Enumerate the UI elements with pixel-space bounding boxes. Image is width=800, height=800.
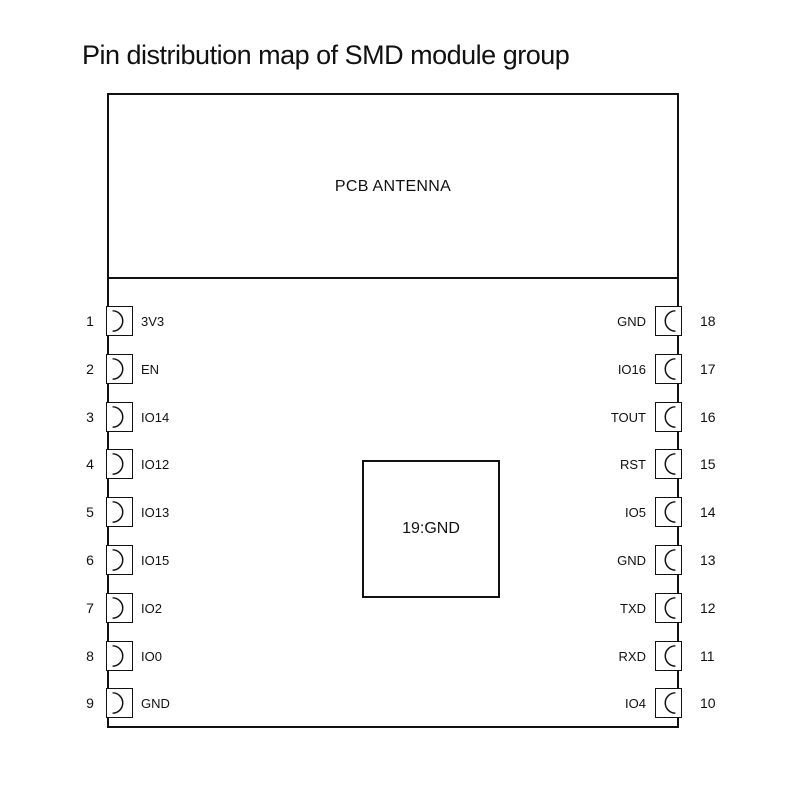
- pin-number: 7: [86, 599, 94, 616]
- pin-pad: [655, 688, 682, 719]
- pin-pad: [106, 449, 133, 480]
- pin-name: TOUT: [610, 409, 646, 425]
- pin-pad: [655, 497, 682, 528]
- antenna-area: PCB ANTENNA: [109, 95, 677, 279]
- left-pin-row: 1 3V3: [80, 306, 220, 336]
- pin-pad: [106, 688, 133, 719]
- pin-number: 16: [700, 408, 716, 425]
- pin-contact-mark: [112, 644, 124, 667]
- pin-name: 3V3: [141, 314, 165, 329]
- pin-pad: [655, 449, 682, 480]
- pin-name: GND: [617, 553, 646, 568]
- pin-number: 17: [700, 360, 716, 377]
- pin-number: 3: [86, 408, 94, 425]
- pin-contact-mark: [664, 405, 676, 428]
- pin-pad: [655, 545, 682, 575]
- left-pin-row: 4 IO12: [80, 449, 220, 480]
- pin-pad: [655, 640, 682, 671]
- pin-name: RXD: [618, 648, 646, 664]
- pin-pad: [655, 401, 682, 432]
- right-pin-row: 15 RST: [580, 449, 720, 480]
- pin-name: GND: [617, 314, 646, 329]
- pin-contact-mark: [112, 692, 124, 715]
- pin-number: 11: [700, 647, 715, 664]
- pin-contact-mark: [664, 501, 676, 524]
- right-pin-row: 11 RXD: [580, 640, 720, 671]
- pin-name: IO12: [141, 457, 170, 473]
- left-pin-row: 8 IO0: [80, 640, 220, 671]
- pin-name: IO16: [617, 361, 646, 377]
- pin-pad: [655, 353, 682, 384]
- pin-contact-mark: [664, 357, 676, 380]
- pin-contact-mark: [664, 692, 676, 715]
- pin-contact-mark: [664, 310, 676, 332]
- pin-number: 13: [700, 552, 716, 568]
- left-pin-row: 5 IO13: [80, 497, 220, 528]
- pin-name: IO15: [141, 553, 170, 568]
- pin-contact-mark: [112, 357, 124, 380]
- right-pin-row: 13 GND: [580, 545, 720, 575]
- pin-name: IO5: [625, 505, 646, 521]
- right-pin-row: 17 IO16: [580, 353, 720, 384]
- pin-name: IO2: [141, 600, 162, 616]
- pin-contact-mark: [664, 549, 676, 571]
- pin-number: 6: [86, 552, 94, 568]
- right-pin-row: 18 GND: [580, 306, 720, 336]
- pin-contact-mark: [112, 310, 124, 332]
- pin-contact-mark: [112, 405, 124, 428]
- pin-number: 5: [86, 504, 94, 521]
- pin-name: IO14: [141, 409, 170, 425]
- pin-pad: [106, 497, 133, 528]
- right-pin-row: 16 TOUT: [580, 401, 720, 432]
- diagram-title: Pin distribution map of SMD module group: [82, 40, 570, 70]
- pin-pad: [655, 306, 682, 336]
- pin-name: TXD: [620, 600, 646, 616]
- pin-contact-mark: [664, 644, 676, 667]
- left-pin-row: 6 IO15: [80, 545, 220, 575]
- pin-number: 9: [86, 695, 94, 712]
- center-gnd-pad: 19:GND: [362, 460, 500, 598]
- pin-number: 14: [700, 504, 716, 521]
- pin-number: 8: [86, 647, 94, 664]
- antenna-label: PCB ANTENNA: [334, 178, 452, 195]
- pin-number: 2: [86, 360, 94, 377]
- pin-name: EN: [141, 361, 160, 377]
- pin-name: GND: [141, 696, 170, 712]
- right-pin-row: 14 IO5: [580, 497, 720, 528]
- pin-contact-mark: [664, 453, 676, 476]
- pin-contact-mark: [112, 596, 124, 619]
- center-gnd-pad-label: 19:GND: [402, 520, 460, 537]
- pin-number: 12: [700, 599, 716, 616]
- pin-name: IO0: [141, 648, 162, 664]
- pin-number: 10: [700, 695, 716, 712]
- left-pin-row: 7 IO2: [80, 592, 220, 623]
- pin-pad: [106, 306, 133, 336]
- pin-pad: [106, 640, 133, 671]
- right-pin-row: 10 IO4: [580, 688, 720, 719]
- pin-number: 4: [86, 456, 94, 473]
- left-pin-row: 2 EN: [80, 353, 220, 384]
- pin-number: 1: [86, 313, 94, 329]
- right-pin-row: 12 TXD: [580, 592, 720, 623]
- left-pin-row: 3 IO14: [80, 401, 220, 432]
- pin-pad: [106, 592, 133, 623]
- pin-contact-mark: [664, 596, 676, 619]
- pin-name: IO13: [141, 505, 170, 521]
- pin-contact-mark: [112, 549, 124, 571]
- pin-name: IO4: [625, 696, 646, 712]
- pin-name: RST: [620, 457, 646, 473]
- pin-pad: [106, 353, 133, 384]
- pin-number: 15: [700, 456, 716, 473]
- pin-contact-mark: [112, 453, 124, 476]
- pin-number: 18: [700, 313, 716, 329]
- pin-contact-mark: [112, 501, 124, 524]
- pin-pad: [106, 401, 133, 432]
- pin-pad: [655, 592, 682, 623]
- left-pin-row: 9 GND: [80, 688, 220, 719]
- pin-pad: [106, 545, 133, 575]
